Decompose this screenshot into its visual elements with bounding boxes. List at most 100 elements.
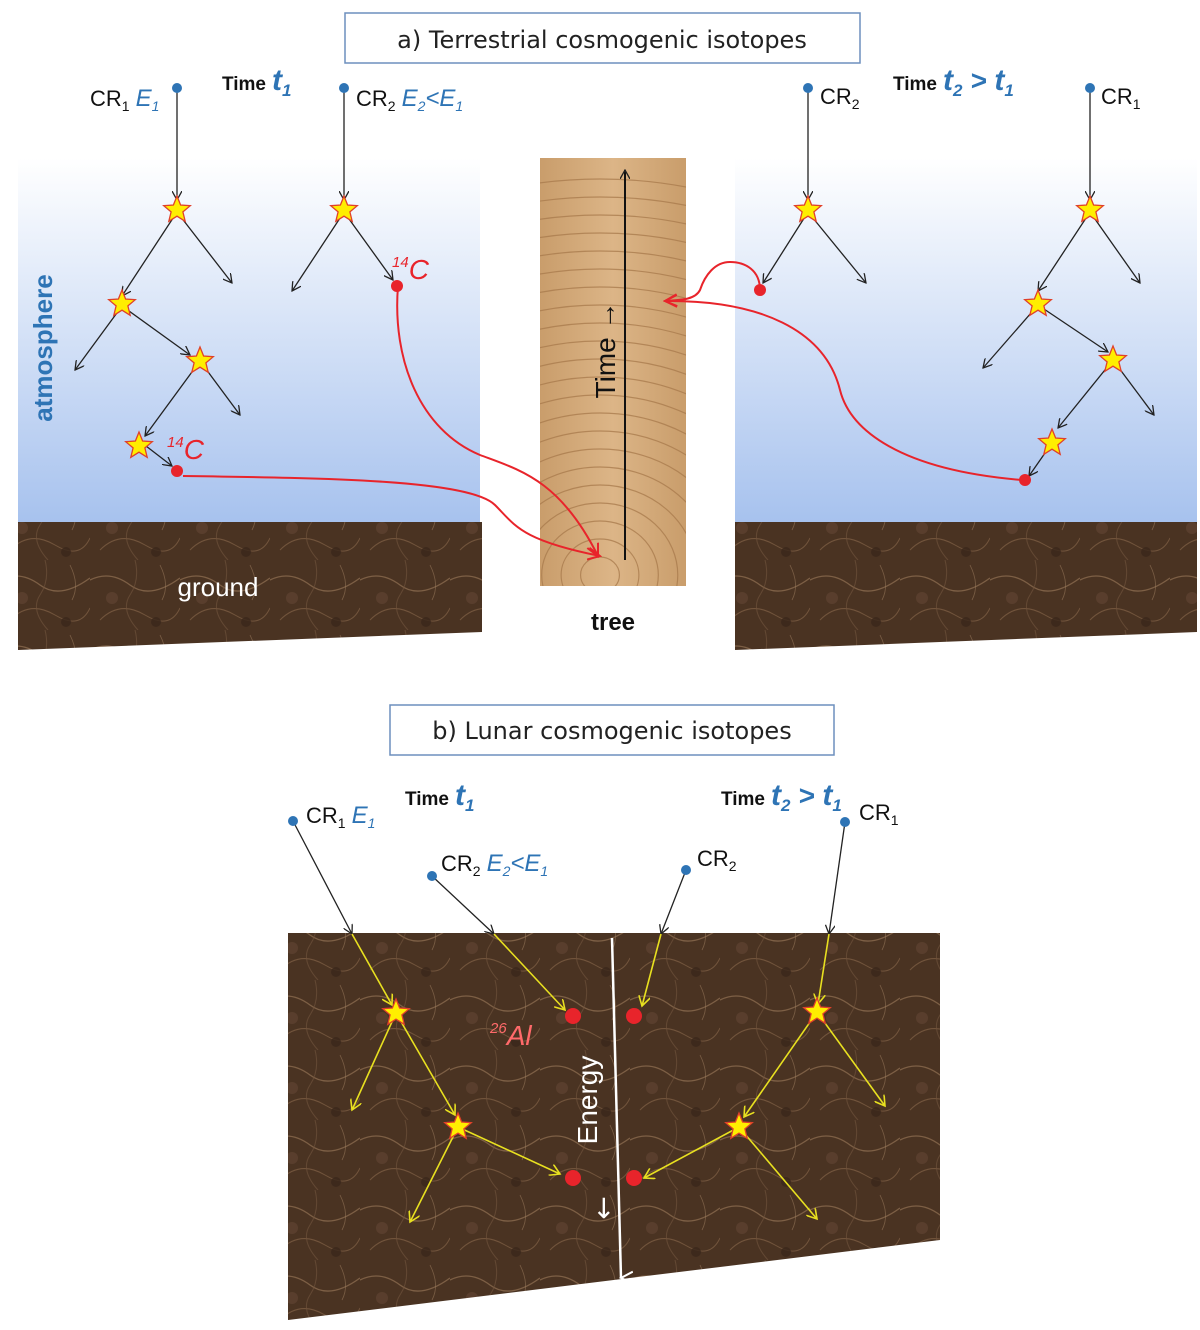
c14-atom-dot [1019,474,1031,486]
interaction-star-icon [162,194,192,223]
c14-atom-dot [171,465,183,477]
cosmic-ray-dot [288,816,298,826]
al26-label: 26Al [489,1020,532,1051]
tree-ring [540,502,679,586]
tree-ring [540,466,686,503]
secondary-particle-track [642,933,662,1006]
tree-ring [560,538,640,586]
panel-a-title-box [344,12,861,64]
interaction-star-icon [185,345,215,374]
particle-track [1038,211,1091,291]
particle-track [1089,211,1140,283]
interaction-star-icon [329,194,359,223]
atmosphere-left [18,158,480,522]
c14-transport-path [665,260,761,301]
tree-label: tree [591,609,635,636]
cosmic-ray-track [661,869,687,934]
tree-cross-section: Time → tree [540,158,686,636]
c14-transport-path [665,301,1023,481]
tree-ring [540,196,686,207]
secondary-particle-track [395,1012,455,1115]
tree-ring [540,376,686,395]
tree-ring [540,340,686,356]
atmosphere-label: atmosphere [28,274,58,421]
cr1-label-a-right: CR1 [1101,84,1141,112]
c14-atom-dot [754,284,766,296]
c14-label-2: 14C [392,254,430,285]
cosmic-ray-dot [339,83,349,93]
particle-track [1058,359,1114,428]
al26-atom-dot [626,1008,642,1024]
ground-label: ground [178,572,259,602]
panel-a-title: a) Terrestrial cosmogenic isotopes [397,26,807,54]
particle-track [983,304,1039,368]
tree-ring [540,358,686,375]
tree-ring [540,214,686,225]
interaction-star-icon [724,1111,754,1140]
cr2-label-b-right: CR2 [697,846,737,874]
interaction-star-icon [1023,288,1053,317]
secondary-particle-track [816,1011,885,1106]
panel-a: a) Terrestrial cosmogenic isotopes groun… [18,12,1197,650]
tree-ring [540,322,686,337]
secondary-particle-track [818,933,830,1004]
cosmic-ray-dot [172,83,182,93]
secondary-particle-track [744,1011,818,1117]
energy-arrow: → [588,1196,621,1219]
particle-track [1037,304,1108,352]
secondary-particle-track [493,933,565,1010]
interaction-star-icon [381,997,411,1026]
al26-atom-dot [565,1008,581,1024]
tree-ring [540,430,686,456]
particle-track [343,211,393,280]
tree-ring [540,394,686,415]
tree-time-label: Time → [590,302,621,399]
secondary-particle-track [457,1126,560,1174]
energy-label: Energy [572,1056,603,1145]
secondary-particle-track [738,1126,817,1219]
interaction-star-icon [1075,194,1105,223]
tree-ring [540,250,686,262]
tree-ring [541,520,659,586]
lunar-regolith [288,933,940,1320]
c14-transport-path [396,285,598,556]
cosmic-ray-track [292,820,352,934]
tree-ring [540,232,686,244]
tree-wood [540,158,686,586]
particle-track [145,445,172,466]
tree-ring [540,484,686,535]
secondary-particle-track [644,1126,740,1178]
ground-left [18,522,482,650]
particle-track [121,305,190,355]
particle-track [763,211,809,283]
secondary-particle-track [352,1012,397,1110]
interaction-star-icon [793,194,823,223]
ground-right [735,522,1197,650]
particle-track [176,211,232,283]
tree-ring [540,178,686,188]
cosmic-ray-track [431,875,494,934]
interaction-star-icon [802,996,832,1025]
cr2-label-a-right: CR2 [820,84,860,112]
c14-transport-path [182,475,600,556]
energy-axis [610,937,621,1278]
particle-track [75,305,123,370]
panel-b: b) Lunar cosmogenic isotopes Energy → Ti… [288,704,940,1320]
tree-ring [540,304,686,318]
interaction-star-icon [124,430,154,459]
interaction-star-icon [1098,344,1128,373]
particle-track [807,211,866,283]
secondary-particle-track [351,933,392,1005]
interaction-star-icon [1037,427,1067,456]
al26-atom-dot [565,1170,581,1186]
cosmic-ray-dot [681,865,691,875]
panel-b-title: b) Lunar cosmogenic isotopes [432,717,791,745]
